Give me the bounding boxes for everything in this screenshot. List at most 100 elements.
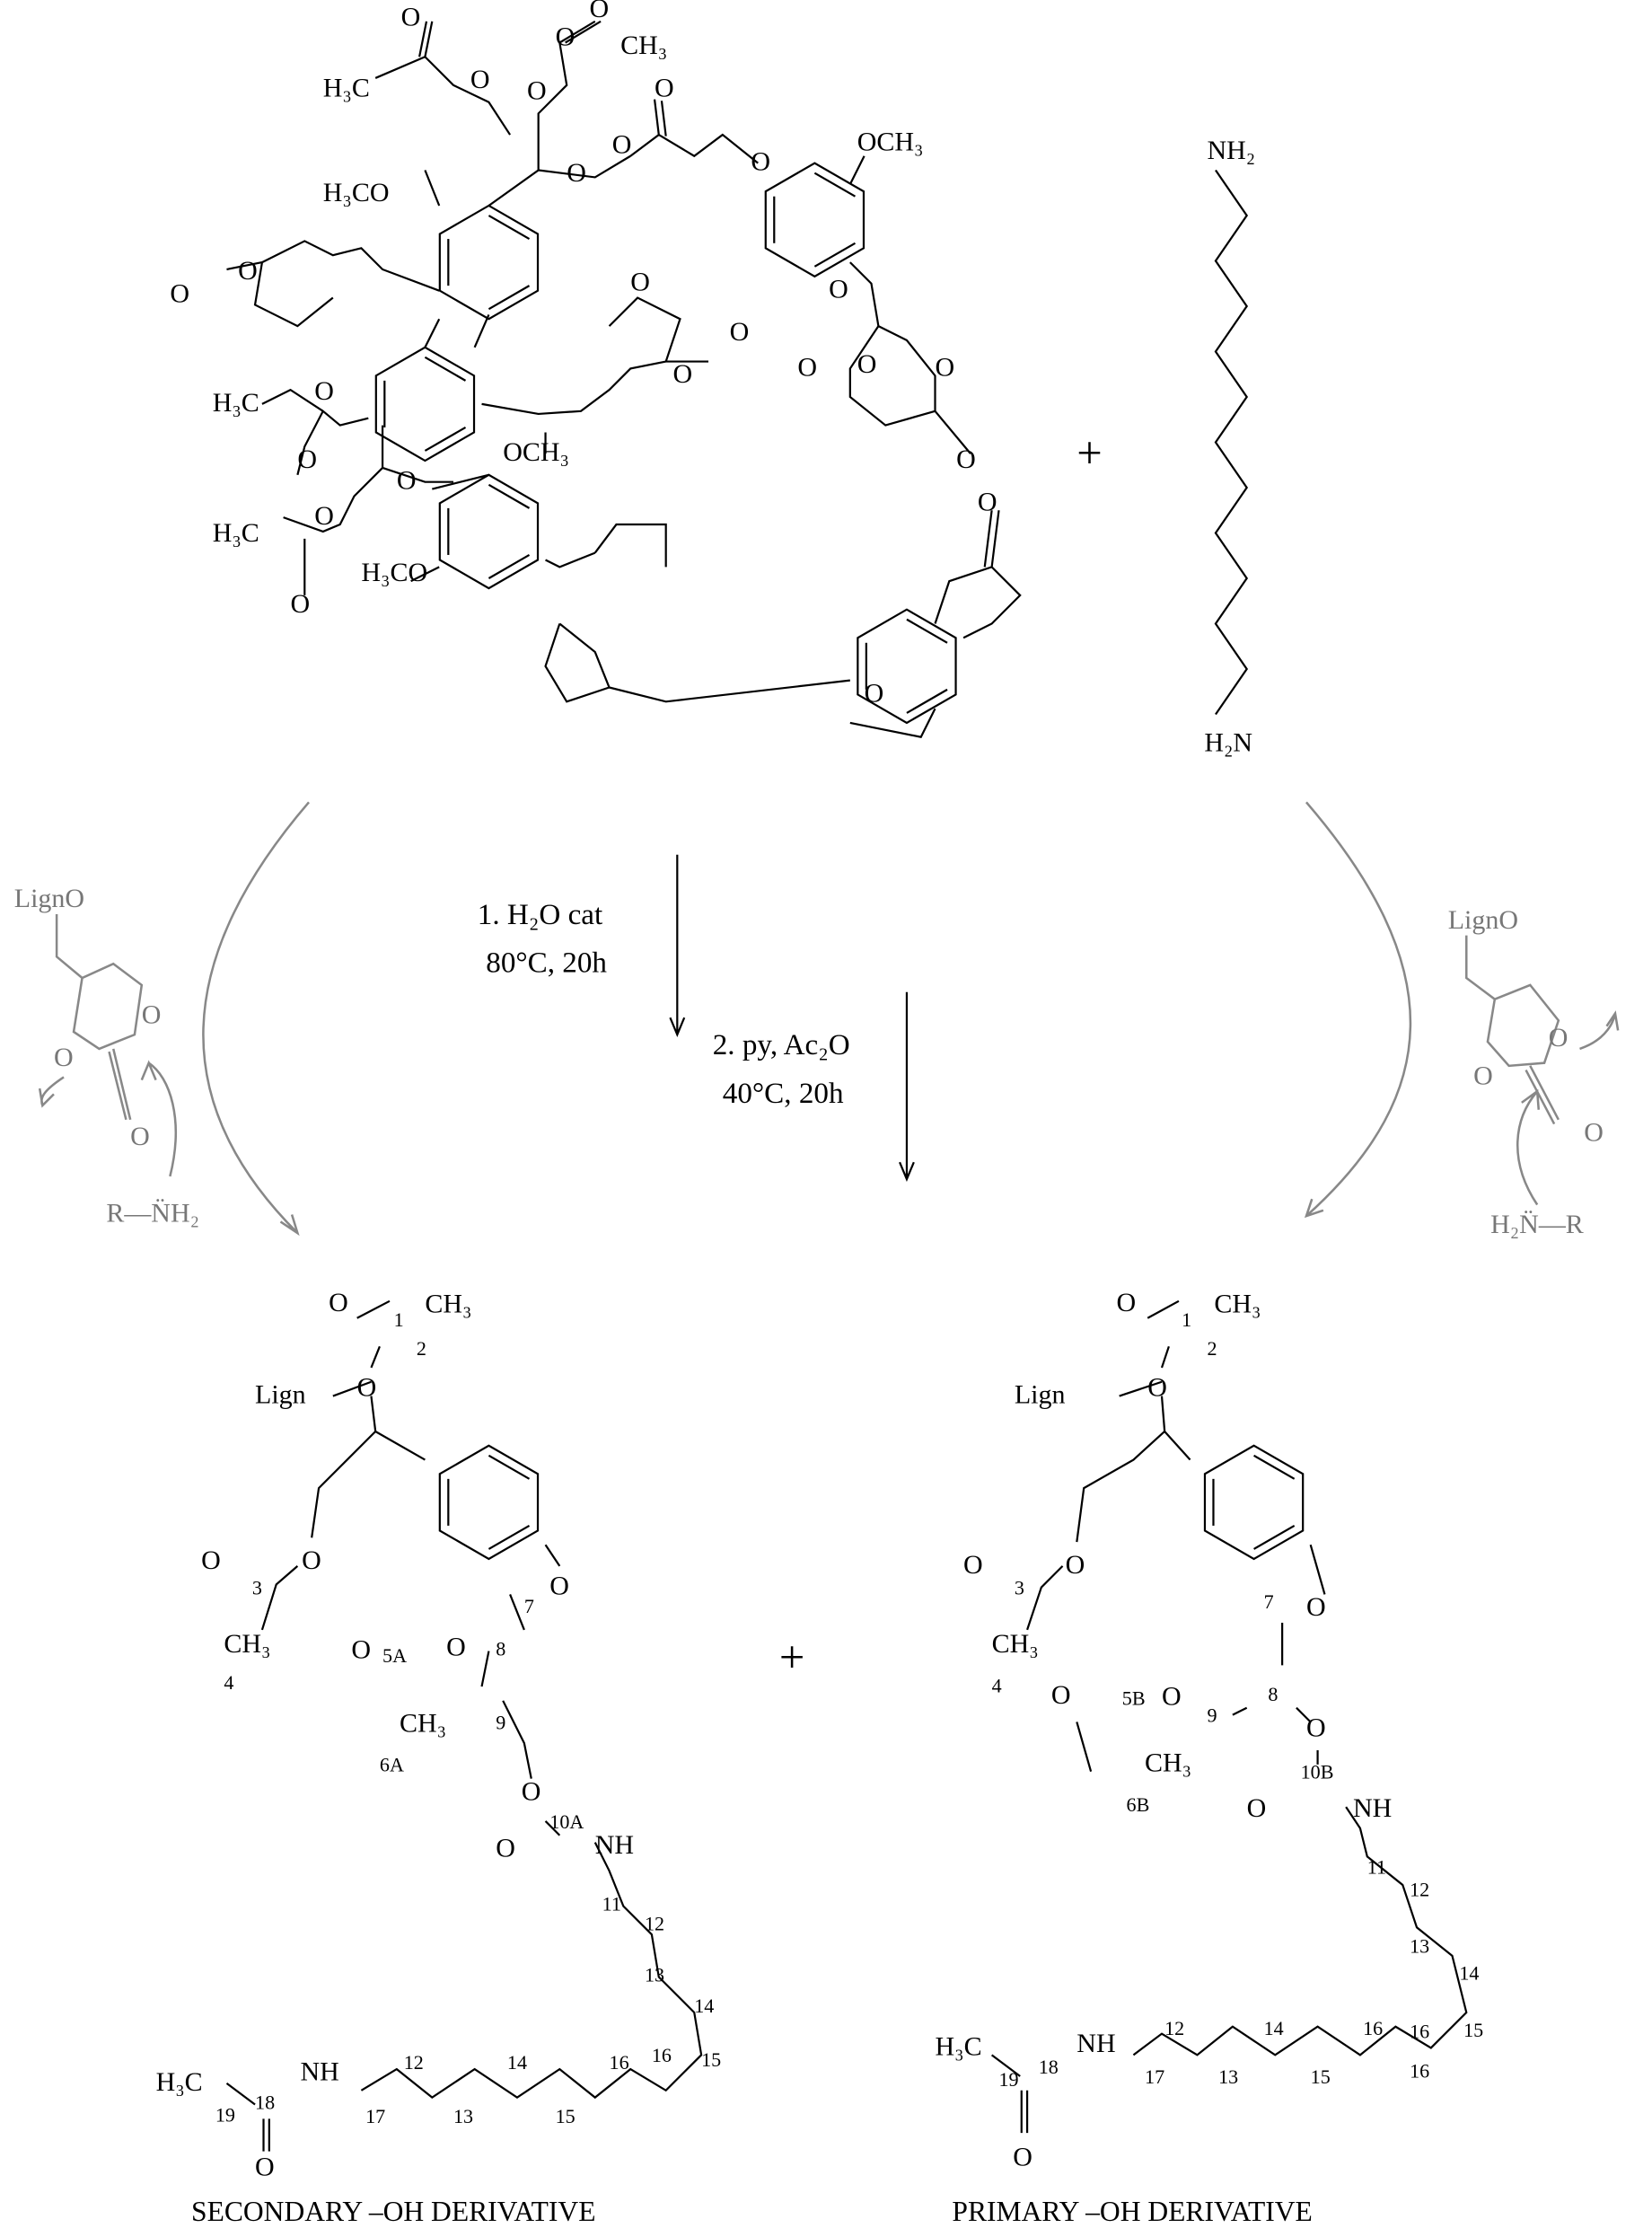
atom-label: O <box>170 278 189 308</box>
atom-label: 12 <box>404 2051 424 2074</box>
aromatic-double-bond <box>488 483 531 509</box>
atom-label: H₃CO <box>361 558 427 587</box>
atom-label: 12 <box>645 1912 664 1934</box>
plus-sign-products: + <box>779 1632 804 1682</box>
atom-label: O <box>470 65 490 94</box>
diamine-nh2-top: NH₂ <box>1207 136 1255 165</box>
mech-right-ligno: LignO <box>1448 905 1518 935</box>
atom-label: 3 <box>1015 1576 1024 1598</box>
mech-right-o3: O <box>1584 1117 1604 1147</box>
mechanism-left: LignO O O O R—N̈H₂ <box>14 884 199 1228</box>
atom-label: O <box>751 147 770 177</box>
atom-label: O <box>549 1571 569 1600</box>
atom-label: O <box>255 2152 275 2181</box>
benzene-ring <box>438 1444 540 1561</box>
atom-label: 17 <box>365 2105 385 2127</box>
benzene-ring <box>374 346 476 462</box>
aromatic-double-bond <box>488 1524 531 1550</box>
atom-label: H₃CO <box>323 178 390 207</box>
atom-label: O <box>1162 1682 1182 1712</box>
benzene-ring <box>438 204 540 321</box>
mech-left-ligno: LignO <box>14 884 84 913</box>
atom-label: 9 <box>1207 1704 1217 1726</box>
atom-label: 1 <box>394 1308 404 1331</box>
atom-label: CH₃ <box>224 1629 270 1659</box>
atom-label: NH <box>1076 2029 1115 2058</box>
aromatic-double-bond <box>488 285 531 311</box>
atom-label: 12 <box>1164 2017 1184 2039</box>
atom-label: O <box>865 678 884 708</box>
lignin-bonds <box>226 20 1022 738</box>
atom-label: O <box>329 1288 348 1317</box>
mech-right-o2: O <box>1473 1061 1493 1090</box>
atom-label: H₃C <box>213 388 259 418</box>
atom-label: O <box>290 589 310 619</box>
atom-label: 18 <box>1039 2056 1059 2078</box>
mechanism-right: LignO O O O H₂N̈—R <box>1448 905 1620 1239</box>
atom-label: 2 <box>417 1337 426 1360</box>
aromatic-double-bond <box>488 1454 531 1480</box>
atom-label: O <box>1116 1288 1136 1317</box>
atom-label: OCH₃ <box>503 437 569 467</box>
atom-label: 15 <box>556 2105 576 2127</box>
atom-label: NH <box>301 2057 339 2087</box>
atom-label: 15 <box>1311 2065 1331 2088</box>
atom-label: O <box>314 376 334 406</box>
atom-label: 4 <box>224 1671 233 1694</box>
diamine-h2n-bottom: H₂N <box>1204 728 1252 758</box>
atom-label: CH₃ <box>620 31 667 60</box>
atom-label: H₃C <box>323 73 370 102</box>
atom-label: 16 <box>1410 2020 1429 2042</box>
atom-label: H₃C <box>936 2031 982 2061</box>
atom-label: CH₃ <box>1145 1748 1191 1778</box>
mech-right-amine: H₂N̈—R <box>1490 1210 1584 1239</box>
atom-label: 19 <box>215 2103 235 2126</box>
atom-label: Lign <box>1015 1379 1066 1409</box>
atom-label: 14 <box>1459 1962 1479 1985</box>
atom-label: O <box>963 1550 983 1580</box>
atom-label: CH₃ <box>992 1629 1039 1659</box>
atom-label: 13 <box>1218 2065 1238 2088</box>
atom-label: O <box>297 445 317 474</box>
atom-label: O <box>857 349 877 379</box>
atom-label: 8 <box>1268 1683 1278 1705</box>
atom-label: O <box>496 1833 515 1863</box>
condition-step2-temp-time: 40°C, 20h <box>723 1077 844 1110</box>
atom-label: 10A <box>549 1810 584 1833</box>
atom-label: O <box>201 1546 221 1575</box>
aromatic-double-bond <box>424 426 467 452</box>
mech-left-o1: O <box>142 1000 162 1030</box>
atom-label: 16 <box>610 2051 629 2074</box>
atom-label: O <box>673 359 693 389</box>
atom-label: 12 <box>1410 1879 1429 1901</box>
atom-label: 11 <box>1367 1855 1386 1878</box>
aromatic-double-bond <box>906 618 948 644</box>
atom-label: O <box>655 73 674 102</box>
atom-label: O <box>302 1546 321 1575</box>
atom-label: 8 <box>496 1637 505 1660</box>
diamine-chain <box>1214 169 1249 716</box>
benzene-ring <box>857 608 957 725</box>
atom-label: O <box>1066 1550 1085 1580</box>
aromatic-double-bond <box>424 356 467 382</box>
atom-label: 6B <box>1127 1793 1150 1816</box>
atom-label: O <box>1147 1373 1167 1403</box>
atom-label: 2 <box>1207 1337 1217 1360</box>
atom-label: O <box>556 22 576 52</box>
atom-label: O <box>1306 1592 1326 1622</box>
atom-label: CH₃ <box>1214 1289 1261 1318</box>
plus-sign-reactants: + <box>1076 427 1102 478</box>
aromatic-double-bond <box>1253 1524 1296 1550</box>
atom-label: 3 <box>252 1576 262 1598</box>
atom-label: 14 <box>1264 2017 1284 2039</box>
atom-label: 4 <box>992 1674 1002 1696</box>
atom-label: O <box>397 466 417 496</box>
atom-label: Lign <box>255 1379 306 1409</box>
atom-label: 14 <box>694 1995 714 2017</box>
atom-label: O <box>589 0 609 23</box>
atom-label: 7 <box>1264 1590 1274 1613</box>
